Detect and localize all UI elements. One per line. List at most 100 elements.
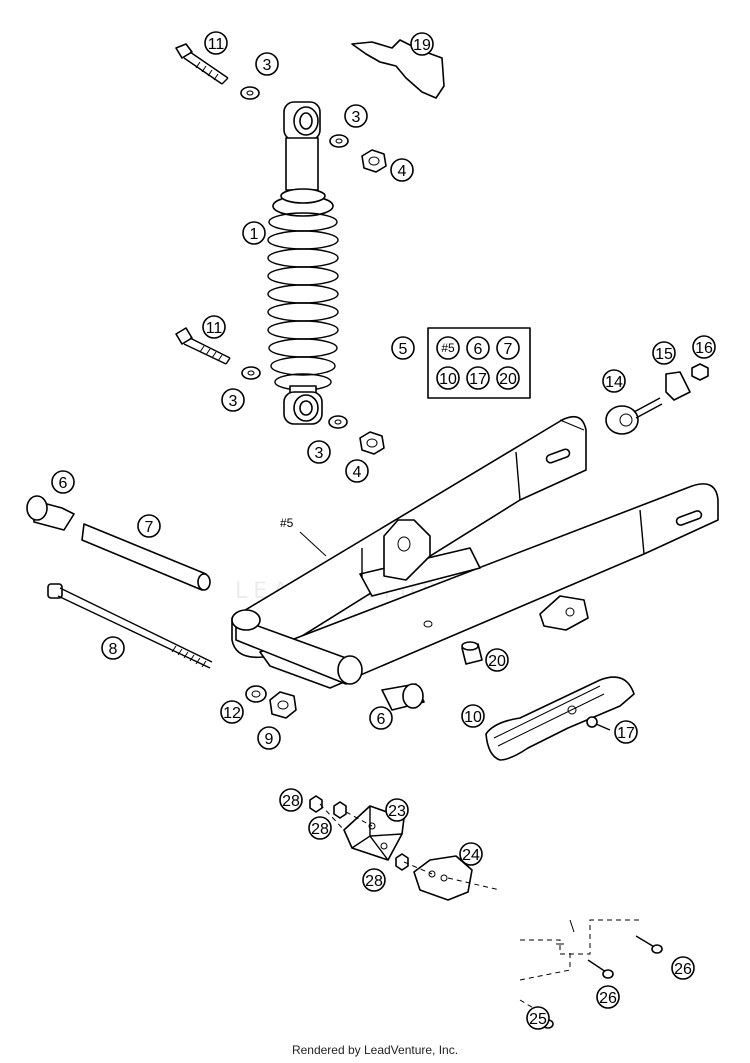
callout-4-top[interactable]: 4: [390, 158, 414, 182]
callout-26-b[interactable]: 26: [596, 985, 620, 1009]
callout-16[interactable]: 16: [692, 335, 716, 359]
callout-6-right[interactable]: 6: [369, 706, 393, 730]
callout-12[interactable]: 12: [220, 700, 244, 724]
callout-3-top[interactable]: 3: [255, 52, 279, 76]
callout-3-bot[interactable]: 3: [307, 440, 331, 464]
bracket-15[interactable]: [665, 371, 691, 401]
kit-item-6[interactable]: 6: [466, 336, 490, 360]
callout-number: 26: [674, 961, 692, 978]
callout-number: 3: [229, 393, 238, 410]
callout-number: 7: [145, 519, 154, 536]
shock-absorber[interactable]: [267, 101, 339, 425]
washer-12[interactable]: [245, 685, 267, 703]
washer-3-top[interactable]: [240, 86, 260, 100]
nut-4-top[interactable]: [361, 149, 387, 173]
screw-26-a[interactable]: [635, 935, 663, 954]
screw-17[interactable]: [586, 716, 611, 731]
callout-28-c[interactable]: 28: [362, 868, 386, 892]
nut-16[interactable]: [691, 363, 709, 381]
callout-number: 16: [695, 340, 713, 357]
kit-item-5[interactable]: #5: [436, 336, 460, 360]
nut-28-c[interactable]: [395, 853, 409, 871]
axle-8[interactable]: [47, 583, 213, 669]
callout-9[interactable]: 9: [257, 726, 281, 750]
screw-26-b[interactable]: [587, 959, 614, 979]
callout-26-a[interactable]: 26: [671, 956, 695, 980]
callout-19[interactable]: 19: [410, 32, 434, 56]
callout-1[interactable]: 1: [242, 221, 266, 245]
callout-number: 3: [315, 445, 324, 462]
bushing-14[interactable]: [605, 397, 663, 435]
callout-25[interactable]: 25: [526, 1006, 550, 1030]
callout-number: 11: [208, 36, 225, 53]
callout-number: 8: [109, 641, 118, 658]
callout-number: 6: [377, 711, 386, 728]
callout-3-low[interactable]: 3: [221, 388, 245, 412]
callout-23[interactable]: 23: [385, 798, 409, 822]
bushing-6-left[interactable]: [26, 495, 75, 531]
callout-number: 4: [398, 163, 407, 180]
callout-3-mid[interactable]: 3: [344, 104, 368, 128]
bracket-lines: [519, 919, 640, 1013]
swingarm[interactable]: [231, 415, 719, 689]
callout-number: 28: [282, 793, 300, 810]
callout-11-top[interactable]: 11: [204, 31, 228, 55]
bolt-top[interactable]: [175, 43, 229, 85]
nut-28-b[interactable]: [333, 801, 347, 819]
callout-number: 20: [488, 653, 506, 670]
bushing-6-right[interactable]: [381, 683, 425, 711]
chain-slider-10[interactable]: [485, 676, 635, 761]
callout-number: 28: [311, 821, 329, 838]
svg-text:#5: #5: [441, 341, 455, 355]
callout-15[interactable]: 15: [652, 341, 676, 365]
svg-text:20: 20: [499, 371, 517, 388]
callout-20[interactable]: 20: [485, 648, 509, 672]
callout-17[interactable]: 17: [614, 720, 638, 744]
kit-item-20[interactable]: 20: [496, 366, 520, 390]
callout-5[interactable]: 5: [391, 336, 415, 360]
callout-number: 10: [464, 709, 482, 726]
callout-number: 9: [265, 731, 274, 748]
kit-item-10[interactable]: 10: [436, 366, 460, 390]
nut-4-bot[interactable]: [359, 431, 385, 455]
callout-number: 12: [223, 705, 241, 722]
washer-3-low[interactable]: [241, 366, 261, 380]
callout-number: 17: [617, 725, 635, 742]
kit-item-7[interactable]: 7: [496, 336, 520, 360]
callout-number: 24: [462, 847, 480, 864]
nut-9[interactable]: [269, 691, 297, 719]
callout-number: 4: [353, 464, 362, 481]
svg-text:7: 7: [504, 341, 513, 358]
callout-11-low[interactable]: 11: [202, 315, 226, 339]
kit-box: #5 6 7 10 17 20: [427, 327, 531, 399]
washer-3-mid[interactable]: [329, 134, 349, 148]
callout-7[interactable]: 7: [137, 514, 161, 538]
svg-text:10: 10: [439, 371, 457, 388]
nut-28-a[interactable]: [309, 795, 323, 813]
washer-3-bot[interactable]: [328, 415, 348, 429]
bolt-lower[interactable]: [175, 327, 231, 365]
callout-number: 6: [59, 475, 68, 492]
block-23[interactable]: [343, 805, 405, 861]
callout-number: 23: [388, 803, 406, 820]
callout-4-bot[interactable]: 4: [345, 459, 369, 483]
callout-number: 25: [529, 1011, 547, 1028]
callout-28-b[interactable]: 28: [308, 816, 332, 840]
kit-item-17[interactable]: 17: [466, 366, 490, 390]
callout-10[interactable]: 10: [461, 704, 485, 728]
sleeve-20[interactable]: [461, 641, 483, 665]
callout-6-left[interactable]: 6: [51, 470, 75, 494]
callout-8[interactable]: 8: [101, 636, 125, 660]
callout-number: 19: [413, 37, 431, 54]
sleeve-7[interactable]: [81, 523, 211, 591]
plate-24[interactable]: [413, 855, 473, 901]
callout-14[interactable]: 14: [602, 369, 626, 393]
callout-24[interactable]: 24: [459, 842, 483, 866]
callout-number: 11: [206, 320, 223, 337]
callout-number: 15: [655, 346, 673, 363]
callout-number: 28: [365, 873, 383, 890]
callout-28-a[interactable]: 28: [279, 788, 303, 812]
svg-text:6: 6: [474, 341, 483, 358]
